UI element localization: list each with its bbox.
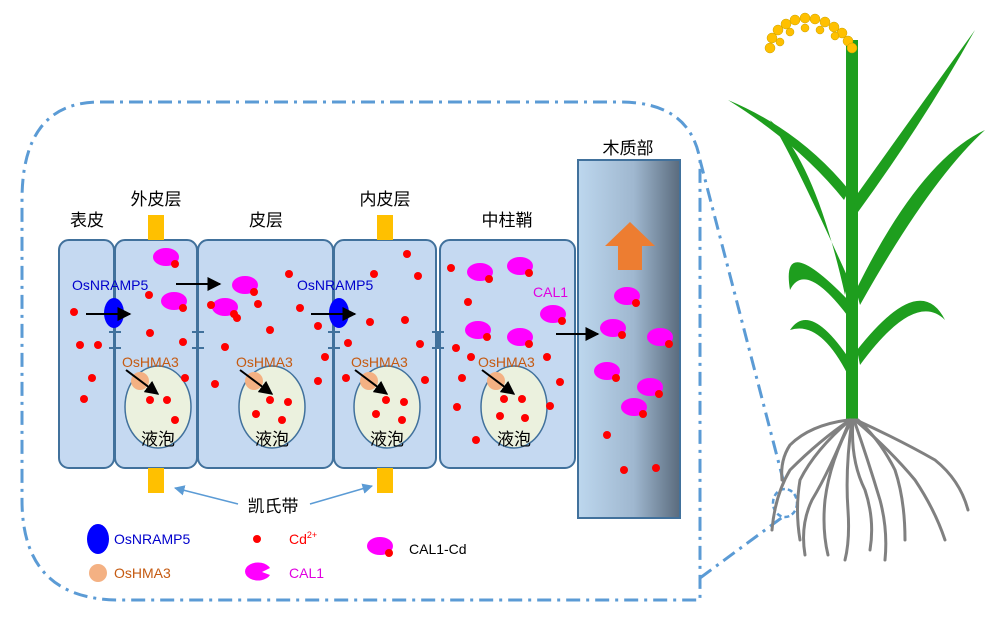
rice-plant xyxy=(728,12,985,562)
leaf xyxy=(853,30,975,212)
osnramp5-label: OsNRAMP5 xyxy=(297,277,373,293)
leaf xyxy=(857,300,945,365)
plasmodesmata xyxy=(109,331,444,349)
label-xylem: 木质部 xyxy=(603,139,654,159)
casparian-pointer xyxy=(309,483,374,505)
cell-epidermis xyxy=(58,239,115,469)
osnramp5-label: OsNRAMP5 xyxy=(72,277,148,293)
legend-nramp5-symbol xyxy=(87,524,109,554)
label-vacuole: 液泡 xyxy=(370,430,404,450)
casparian-strip xyxy=(377,215,393,240)
stem xyxy=(846,40,858,420)
label-epidermis: 表皮 xyxy=(70,211,104,231)
label-vacuole: 液泡 xyxy=(497,430,531,450)
label-pericycle: 中柱鞘 xyxy=(482,211,533,231)
label-cortex: 皮层 xyxy=(249,211,283,231)
cal1-cd-complexes xyxy=(153,248,673,418)
legend-cal1-cd-dot xyxy=(385,549,393,557)
casparian-strip xyxy=(148,468,164,493)
cal1-label: CAL1 xyxy=(533,284,568,300)
oshma3-label: OsHMA3 xyxy=(236,354,293,370)
leaf xyxy=(788,262,848,315)
casparian-strip-label: 凯氏带 xyxy=(248,497,299,517)
casparian-pointer xyxy=(173,485,239,505)
cd-ions xyxy=(70,250,660,474)
xylem-up-arrow xyxy=(605,222,655,270)
leaf xyxy=(790,320,850,375)
transport-arrows xyxy=(86,277,600,395)
label-vacuole: 液泡 xyxy=(141,430,175,450)
label-vacuole: 液泡 xyxy=(255,430,289,450)
legend-cal1-symbol xyxy=(245,562,270,581)
oshma3-label: OsHMA3 xyxy=(351,354,408,370)
zoom-outline xyxy=(20,100,702,602)
legend-cal1-label: CAL1 xyxy=(289,565,324,581)
legend-cd-superscript: 2+ xyxy=(307,530,317,540)
zoom-connector-top xyxy=(698,159,787,488)
leaf xyxy=(856,130,985,305)
rice-panicle xyxy=(764,12,858,54)
legend-nramp5-label: OsNRAMP5 xyxy=(114,531,190,547)
legend-cal1-cd-label: CAL1-Cd xyxy=(409,541,467,557)
leaf xyxy=(728,100,849,200)
leaf xyxy=(770,120,849,295)
label-endodermis: 内皮层 xyxy=(360,190,411,210)
oshma3-label: OsHMA3 xyxy=(478,354,535,370)
legend-cd-base: Cd xyxy=(289,531,307,547)
legend: OsNRAMP5 OsHMA3 Cd2+ CAL1 CAL1-Cd xyxy=(87,524,467,582)
legend-cd-symbol xyxy=(253,535,261,543)
legend-hma3-label: OsHMA3 xyxy=(114,565,171,581)
casparian-strip xyxy=(377,468,393,493)
roots xyxy=(770,418,970,562)
zoom-connector-bottom xyxy=(699,514,785,580)
legend-hma3-symbol xyxy=(89,564,107,582)
casparian-strip xyxy=(148,215,164,240)
label-exodermis: 外皮层 xyxy=(131,190,182,210)
oshma3-label: OsHMA3 xyxy=(122,354,179,370)
legend-cd-label: Cd2+ xyxy=(289,530,317,547)
